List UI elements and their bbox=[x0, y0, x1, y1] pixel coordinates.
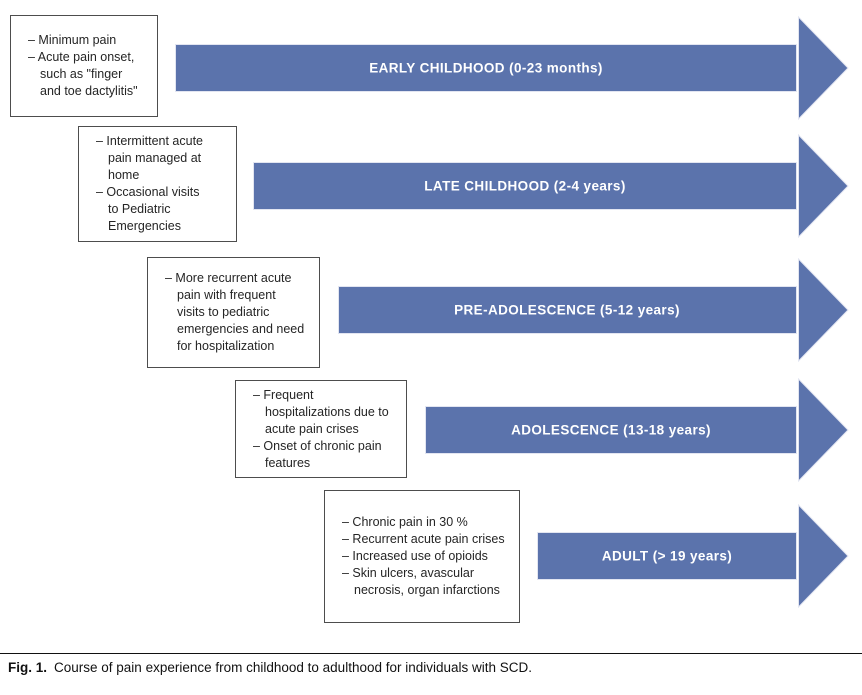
arrow-head-icon bbox=[798, 258, 849, 362]
arrow-shaft bbox=[338, 286, 797, 334]
note-line: – Acute pain onset, bbox=[28, 50, 135, 64]
note-line: – More recurrent acute bbox=[165, 271, 292, 285]
arrow-shaft bbox=[537, 532, 797, 580]
note-line: emergencies and need bbox=[177, 322, 305, 336]
note-line: acute pain crises bbox=[265, 421, 359, 436]
stage-arrow-early-childhood: EARLY CHILDHOOD (0-23 months) bbox=[175, 16, 849, 120]
note-line: for hospitalization bbox=[177, 339, 275, 353]
arrow-head-icon bbox=[798, 378, 849, 482]
note-line: – Chronic pain in 30 % bbox=[342, 515, 468, 529]
note-box-adolescence: – Frequent hospitalizations due to acute… bbox=[235, 380, 407, 478]
note-box-adult: – Chronic pain in 30 % – Recurrent acute… bbox=[324, 490, 520, 623]
note-line: pain managed at bbox=[108, 151, 202, 165]
stage-label-late-childhood: LATE CHILDHOOD (2-4 years) bbox=[424, 179, 625, 194]
note-line: to Pediatric bbox=[108, 202, 171, 216]
stage-arrow-late-childhood: LATE CHILDHOOD (2-4 years) bbox=[253, 134, 849, 238]
note-line: home bbox=[108, 168, 140, 182]
stage-arrow-pre-adolescence: PRE-ADOLESCENCE (5-12 years) bbox=[338, 258, 849, 362]
note-line: such as "finger bbox=[40, 67, 123, 81]
arrow-shaft bbox=[175, 44, 797, 92]
note-line: – Skin ulcers, avascular bbox=[342, 566, 475, 580]
arrow-head-icon bbox=[798, 134, 849, 238]
note-line: – Increased use of opioids bbox=[342, 549, 488, 563]
note-box-pre-adolescence: – More recurrent acute pain with frequen… bbox=[147, 257, 320, 368]
note-line: visits to pediatric bbox=[177, 305, 270, 319]
arrow-head-icon bbox=[798, 504, 849, 608]
note-line: – Intermittent acute bbox=[96, 134, 204, 148]
figure-caption: Fig. 1. Course of pain experience from ch… bbox=[8, 660, 532, 675]
stage-label-early-childhood: EARLY CHILDHOOD (0-23 months) bbox=[369, 61, 603, 76]
stage-arrow-adolescence: ADOLESCENCE (13-18 years) bbox=[425, 378, 849, 482]
stage-label-pre-adolescence: PRE-ADOLESCENCE (5-12 years) bbox=[454, 303, 680, 318]
note-box-late-childhood: – Intermittent acute pain managed at hom… bbox=[78, 126, 237, 242]
note-line: – Minimum pain bbox=[28, 33, 117, 47]
note-line: – Onset of chronic pain bbox=[253, 438, 382, 453]
note-line: Emergencies bbox=[108, 219, 181, 233]
stage-arrow-adult: ADULT (> 19 years) bbox=[537, 504, 849, 608]
stage-label-adolescence: ADOLESCENCE (13-18 years) bbox=[511, 423, 711, 438]
arrow-shaft bbox=[425, 406, 797, 454]
note-line: – Frequent bbox=[253, 387, 314, 402]
caption-divider bbox=[0, 653, 862, 654]
caption-figure-number: Fig. 1. bbox=[8, 660, 48, 675]
stage-label-adult: ADULT (> 19 years) bbox=[602, 549, 732, 564]
note-line: – Recurrent acute pain crises bbox=[342, 532, 505, 546]
arrow-shaft bbox=[253, 162, 797, 210]
arrow-head-icon bbox=[798, 16, 849, 120]
note-line: – Occasional visits bbox=[96, 185, 200, 199]
caption-text: Course of pain experience from childhood… bbox=[54, 660, 533, 675]
note-line: necrosis, organ infarctions bbox=[354, 583, 500, 597]
note-line: hospitalizations due to bbox=[265, 404, 389, 419]
note-line: features bbox=[265, 455, 311, 470]
note-line: and toe dactylitis" bbox=[40, 84, 138, 98]
note-line: pain with frequent bbox=[177, 288, 276, 302]
note-box-early-childhood: – Minimum pain – Acute pain onset, such … bbox=[10, 15, 158, 117]
